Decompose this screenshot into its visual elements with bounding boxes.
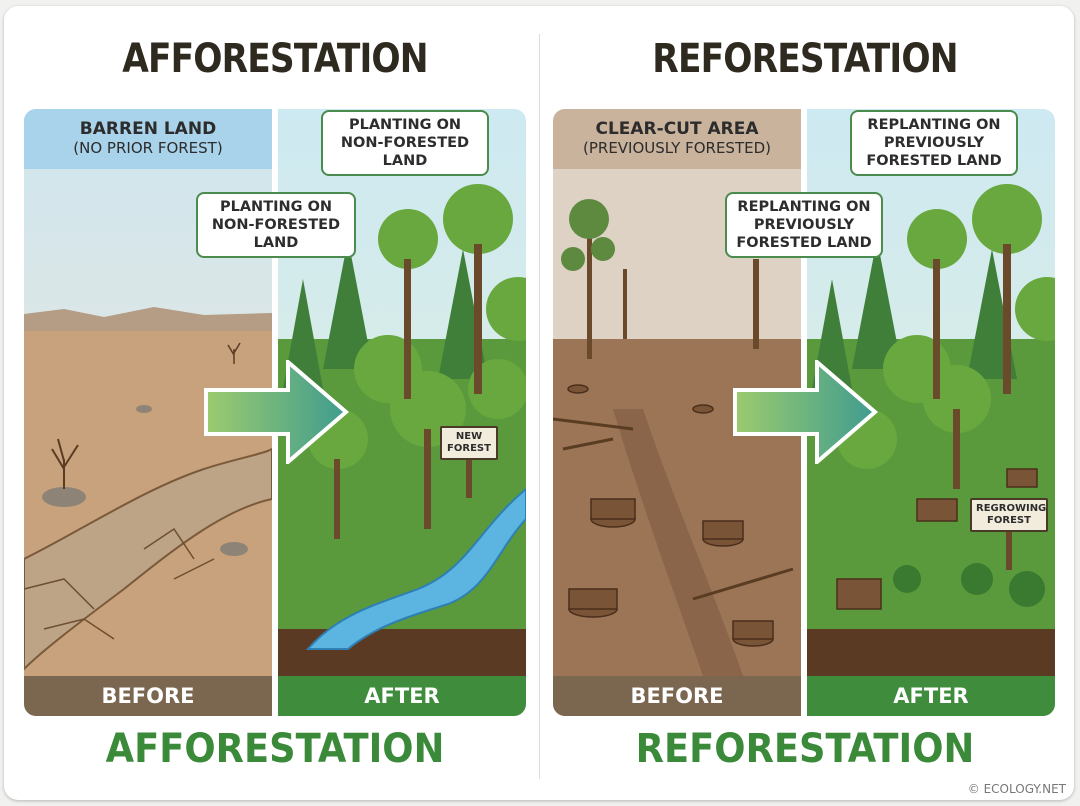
right-arrow-icon	[733, 360, 879, 464]
regrowing-forest-sign: REGROWING FOREST	[970, 498, 1048, 570]
copyright-credit: © ECOLOGY.NET	[967, 782, 1066, 796]
new-forest-sign: NEW FOREST	[440, 426, 498, 498]
clear-cut-header: CLEAR-CUT AREA (PREVIOUSLY FORESTED)	[553, 109, 801, 169]
reforestation-after-callout: REPLANTING ON PREVIOUSLY FORESTED LAND	[850, 110, 1018, 176]
right-arrow-icon	[204, 360, 350, 464]
reforestation-panel: CLEAR-CUT AREA (PREVIOUSLY FORESTED) BEF…	[553, 109, 1055, 716]
reforestation-center-callout: REPLANTING ON PREVIOUSLY FORESTED LAND	[725, 192, 883, 258]
afforestation-center-callout: PLANTING ON NON-FORESTED LAND	[196, 192, 356, 258]
no-prior-forest-label: (NO PRIOR FOREST)	[73, 139, 223, 157]
afforestation-after-callout: PLANTING ON NON-FORESTED LAND	[321, 110, 489, 176]
center-divider	[539, 34, 540, 779]
before-label: BEFORE	[24, 676, 272, 716]
barren-land-header: BARREN LAND (NO PRIOR FOREST)	[24, 109, 272, 169]
barren-land-label: BARREN LAND	[79, 119, 217, 139]
clear-cut-label: CLEAR-CUT AREA	[595, 119, 759, 139]
previously-forested-label: (PREVIOUSLY FORESTED)	[583, 139, 771, 157]
afforestation-title: AFFORESTATION	[122, 36, 428, 82]
reforestation-bottom-title: REFORESTATION	[635, 726, 975, 772]
afforestation-bottom-title: AFFORESTATION	[105, 726, 445, 772]
before-label: BEFORE	[553, 676, 801, 716]
after-label: AFTER	[807, 676, 1055, 716]
regrowing-forest-sign-text: REGROWING FOREST	[970, 498, 1048, 532]
reforestation-title: REFORESTATION	[652, 36, 958, 82]
after-label: AFTER	[278, 676, 526, 716]
regrowing-forest-scene: AFTER	[807, 109, 1055, 716]
new-forest-sign-text: NEW FOREST	[440, 426, 498, 460]
regrowing-forest-illustration	[807, 109, 1055, 716]
